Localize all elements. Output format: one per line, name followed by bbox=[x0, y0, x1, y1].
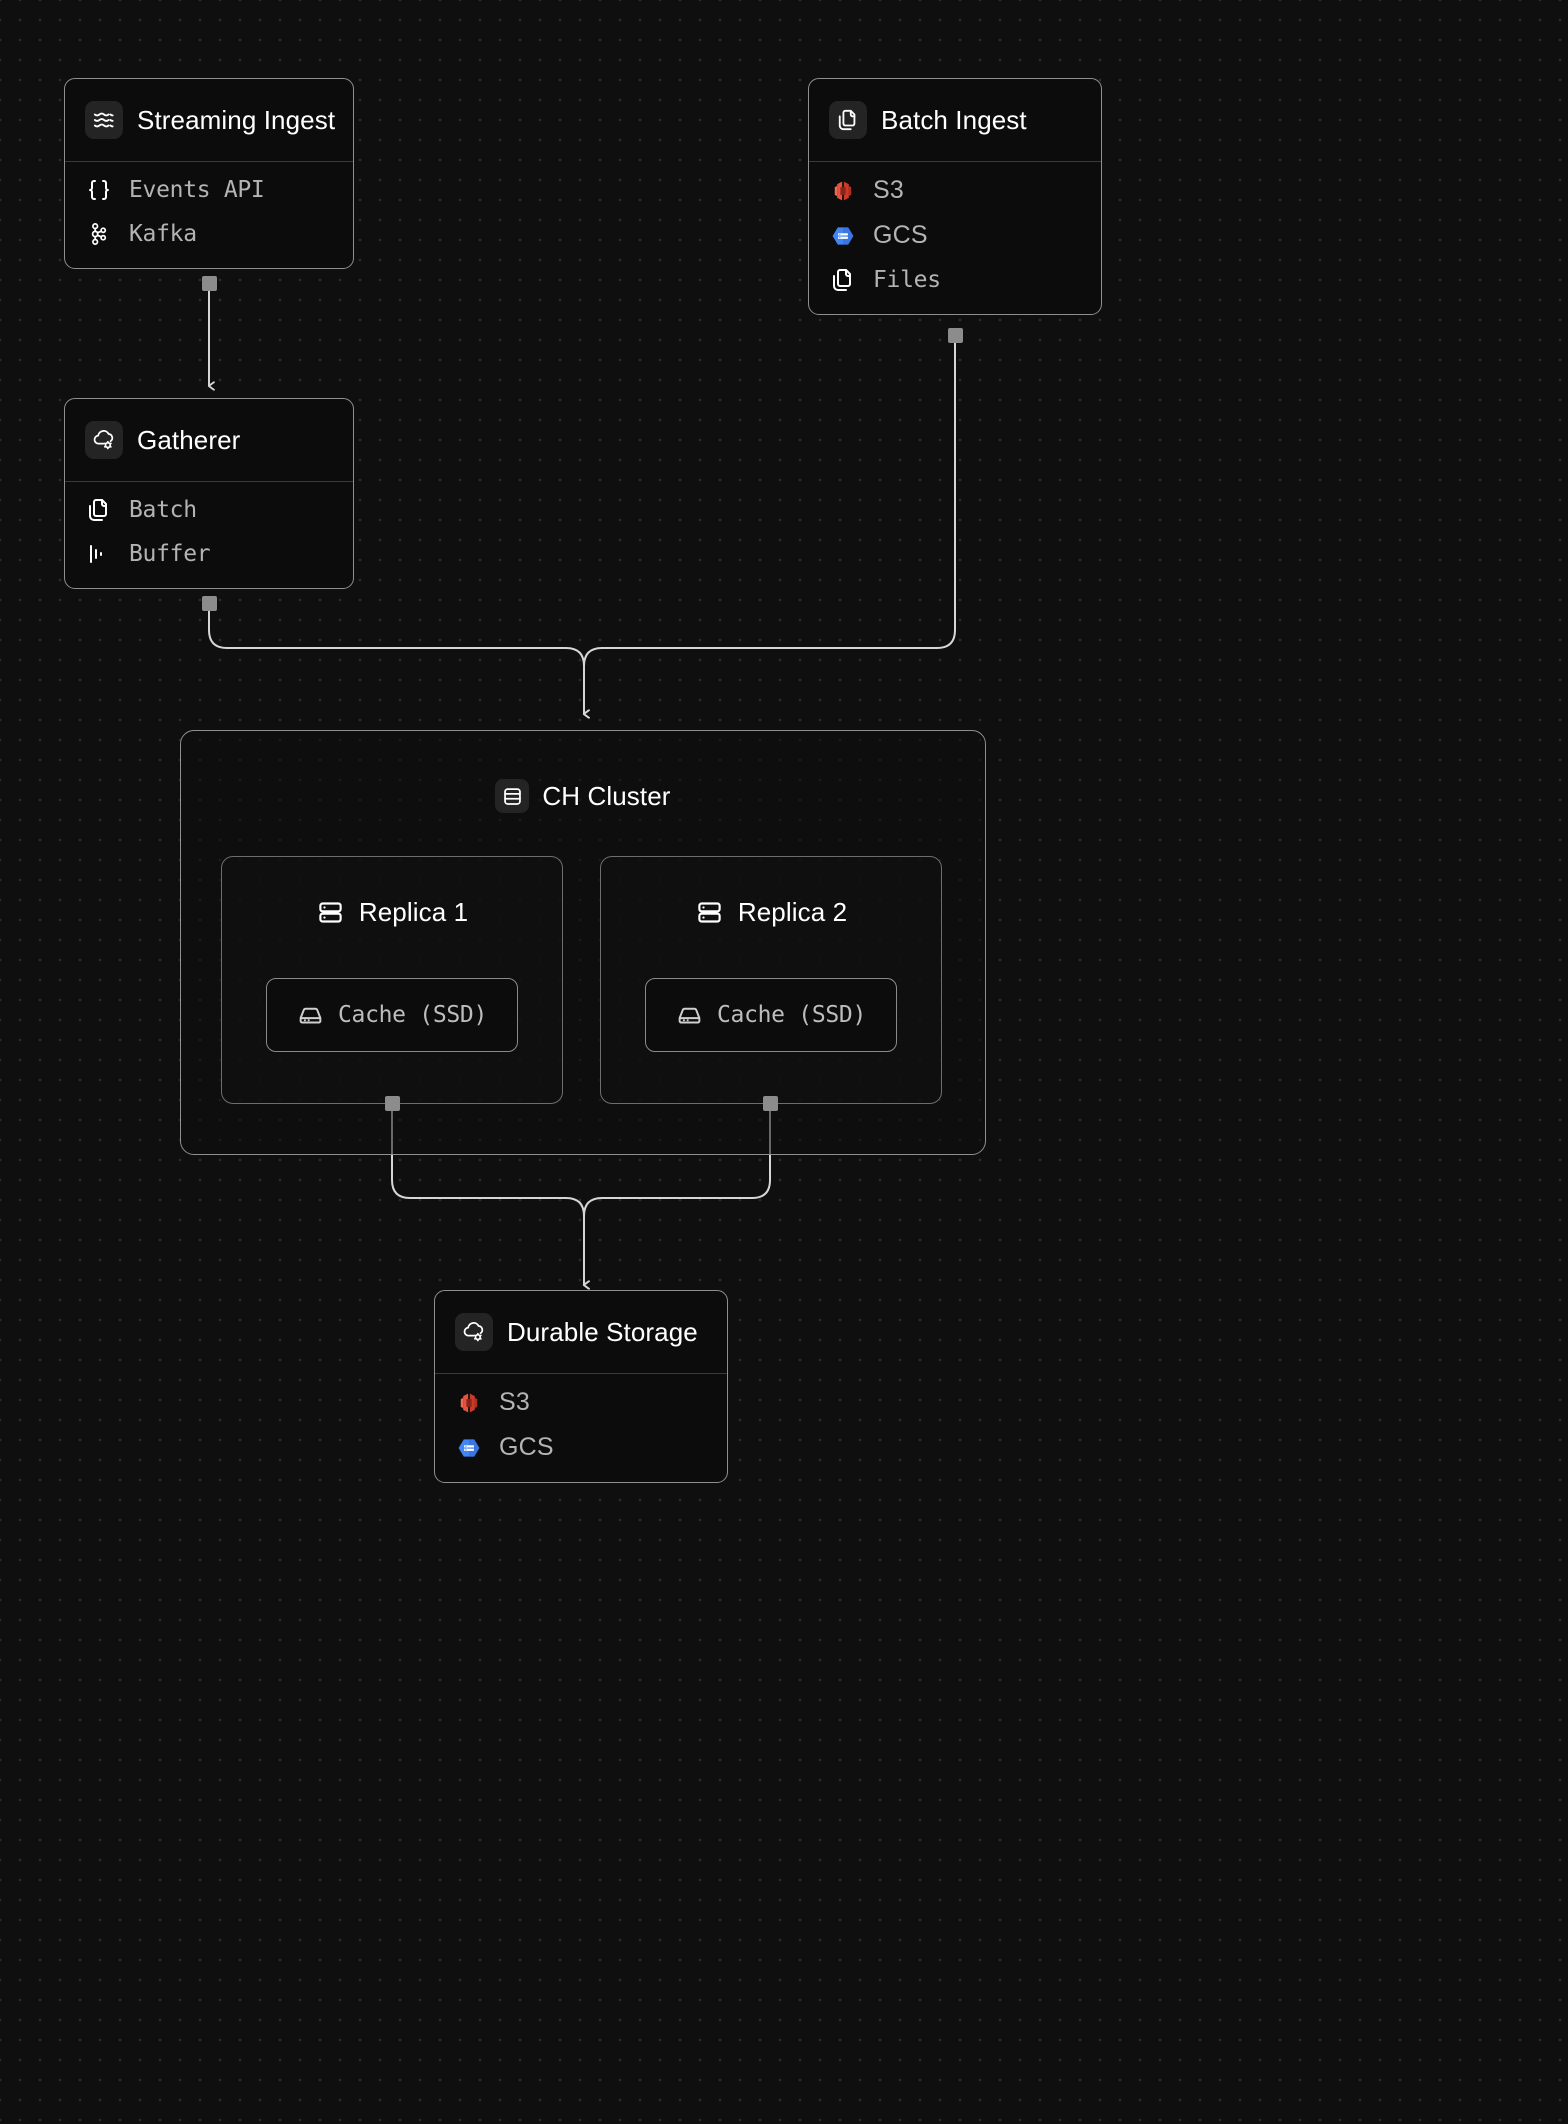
ch-cluster-title-row: CH Cluster bbox=[181, 779, 985, 813]
row-s3[interactable]: S3 bbox=[455, 1388, 707, 1417]
row-kafka[interactable]: Kafka bbox=[85, 220, 333, 248]
streaming-ingest-body: Events API Kafka bbox=[65, 162, 353, 268]
replica-1-title-row: Replica 1 bbox=[222, 897, 562, 928]
copy-documents-icon bbox=[829, 266, 857, 294]
replica-2-title-row: Replica 2 bbox=[601, 897, 941, 928]
node-durable-storage[interactable]: Durable Storage S3 bbox=[434, 1290, 728, 1483]
row-label-gcs: GCS bbox=[873, 221, 928, 249]
row-events-api[interactable]: Events API bbox=[85, 176, 333, 204]
row-s3[interactable]: S3 bbox=[829, 176, 1081, 205]
hard-drive-icon bbox=[676, 1001, 704, 1029]
gatherer-title: Gatherer bbox=[137, 424, 241, 455]
google-cloud-storage-icon bbox=[455, 1434, 483, 1462]
gatherer-body: Batch Buffer bbox=[65, 482, 353, 588]
cache-ssd-replica-2[interactable]: Cache (SSD) bbox=[645, 978, 897, 1052]
row-label-buffer: Buffer bbox=[129, 541, 211, 567]
database-table-icon bbox=[495, 779, 530, 813]
audio-waveform-icon bbox=[85, 540, 113, 568]
server-rack-icon bbox=[316, 898, 346, 928]
row-files[interactable]: Files bbox=[829, 266, 1081, 294]
cloud-cog-icon bbox=[85, 421, 123, 459]
batch-ingest-header: Batch Ingest bbox=[809, 79, 1101, 162]
durable-storage-title: Durable Storage bbox=[507, 1316, 698, 1347]
google-cloud-storage-icon bbox=[829, 222, 857, 250]
streaming-ingest-header: Streaming Ingest bbox=[65, 79, 353, 162]
replica-1-title: Replica 1 bbox=[358, 897, 469, 927]
cloud-cog-icon bbox=[455, 1313, 493, 1351]
edge-batch-to-cluster bbox=[584, 342, 956, 714]
hard-drive-icon bbox=[297, 1001, 325, 1029]
handle-gatherer-source[interactable] bbox=[202, 596, 217, 611]
cache-ssd-label-replica-2: Cache (SSD) bbox=[716, 1002, 867, 1028]
batch-ingest-title: Batch Ingest bbox=[881, 104, 1027, 135]
row-gcs[interactable]: GCS bbox=[455, 1433, 707, 1462]
row-label-kafka: Kafka bbox=[129, 221, 197, 247]
row-label-batch: Batch bbox=[129, 497, 197, 523]
row-label-gcs: GCS bbox=[499, 1433, 554, 1461]
node-streaming-ingest[interactable]: Streaming Ingest Events API bbox=[64, 78, 354, 269]
handle-replica-1-source[interactable] bbox=[385, 1096, 400, 1111]
cache-ssd-label-replica-1: Cache (SSD) bbox=[337, 1002, 488, 1028]
batch-ingest-body: S3 GCS bbox=[809, 162, 1101, 314]
gatherer-header: Gatherer bbox=[65, 399, 353, 482]
cache-ssd-replica-1[interactable]: Cache (SSD) bbox=[266, 978, 518, 1052]
durable-storage-header: Durable Storage bbox=[435, 1291, 727, 1374]
row-label-s3: S3 bbox=[499, 1388, 530, 1416]
row-batch[interactable]: Batch bbox=[85, 496, 333, 524]
replica-2-title: Replica 2 bbox=[737, 897, 848, 927]
copy-documents-icon bbox=[85, 496, 113, 524]
ch-cluster-title: CH Cluster bbox=[542, 780, 671, 811]
node-gatherer[interactable]: Gatherer Batch bbox=[64, 398, 354, 589]
node-batch-ingest[interactable]: Batch Ingest S3 bbox=[808, 78, 1102, 315]
durable-storage-body: S3 GCS bbox=[435, 1374, 727, 1482]
handle-streaming-ingest-source[interactable] bbox=[202, 276, 217, 291]
copy-documents-icon bbox=[829, 101, 867, 139]
kafka-icon bbox=[85, 220, 113, 248]
row-buffer[interactable]: Buffer bbox=[85, 540, 333, 568]
aws-s3-icon bbox=[455, 1389, 483, 1417]
aws-s3-icon bbox=[829, 177, 857, 205]
streaming-ingest-title: Streaming Ingest bbox=[137, 104, 336, 135]
row-gcs[interactable]: GCS bbox=[829, 221, 1081, 250]
edge-gatherer-to-cluster bbox=[208, 610, 584, 714]
server-rack-icon bbox=[695, 898, 725, 928]
row-label-s3: S3 bbox=[873, 176, 904, 204]
waves-icon bbox=[85, 101, 123, 139]
handle-replica-2-source[interactable] bbox=[763, 1096, 778, 1111]
handle-batch-ingest-source[interactable] bbox=[948, 328, 963, 343]
braces-icon bbox=[85, 176, 113, 204]
row-label-files: Files bbox=[873, 267, 941, 293]
row-label-events-api: Events API bbox=[129, 177, 265, 203]
